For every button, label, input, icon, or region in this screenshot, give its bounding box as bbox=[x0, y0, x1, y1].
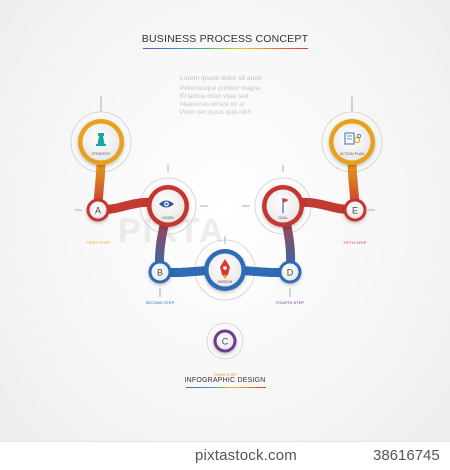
step-caption-first: FIRST STEP bbox=[86, 240, 109, 245]
action-plan-icon bbox=[344, 132, 361, 145]
step-caption-fifth: FIFTH STEP bbox=[344, 240, 367, 245]
step-caption-third: THIRD STEP bbox=[213, 372, 237, 377]
node-action-plan bbox=[329, 119, 375, 165]
step-caption-fourth: FOURTH STEP bbox=[276, 300, 304, 305]
node-strategy-label: STRATEGY bbox=[91, 152, 111, 156]
step-caption-second: SECOND STEP bbox=[146, 300, 175, 305]
description-line: Maecenas ornare ex at bbox=[180, 101, 245, 108]
node-vision-label: VISION bbox=[162, 216, 174, 220]
title-underline bbox=[143, 48, 308, 49]
node-e-letter: E bbox=[352, 206, 358, 216]
page-title: BUSINESS PROCESS CONCEPT bbox=[141, 33, 309, 45]
node-a bbox=[86, 198, 110, 222]
node-d bbox=[278, 260, 302, 284]
node-goal-label: GOAL bbox=[278, 216, 288, 220]
node-e bbox=[343, 198, 367, 222]
flag-icon bbox=[282, 198, 289, 213]
stock-id: 38616745 bbox=[373, 447, 440, 464]
node-b-letter: B bbox=[157, 268, 163, 278]
node-action-plan-label: ACTION PLAN bbox=[340, 152, 364, 156]
footer-underline bbox=[186, 387, 266, 388]
description-line: Proin nec purus quis nibh bbox=[180, 109, 252, 116]
description-heading: Lorem ipsum dolor sit amet bbox=[180, 75, 262, 82]
chess-icon bbox=[96, 133, 106, 146]
footer-title: INFOGRAPHIC DESIGN bbox=[184, 377, 266, 384]
eye-icon bbox=[159, 200, 174, 208]
connector-lines bbox=[75, 96, 375, 297]
description-line: Pellentesque porttitor magna bbox=[180, 85, 261, 92]
node-b bbox=[148, 260, 172, 284]
node-d-letter: D bbox=[287, 268, 294, 278]
node-c-letter: C bbox=[222, 337, 229, 347]
description-block: Lorem ipsum dolor sit amet Pellentesque … bbox=[180, 75, 310, 117]
description-line: Et lacinia dolor vitae sed bbox=[180, 93, 249, 100]
stock-brand: pixtastock.com bbox=[195, 447, 297, 464]
node-a-letter: A bbox=[95, 206, 101, 216]
rocket-icon bbox=[220, 259, 230, 279]
stock-banner: pixtastock.com 38616745 bbox=[0, 441, 450, 470]
node-c bbox=[213, 329, 237, 353]
node-mission-label: MISSION bbox=[218, 280, 233, 284]
